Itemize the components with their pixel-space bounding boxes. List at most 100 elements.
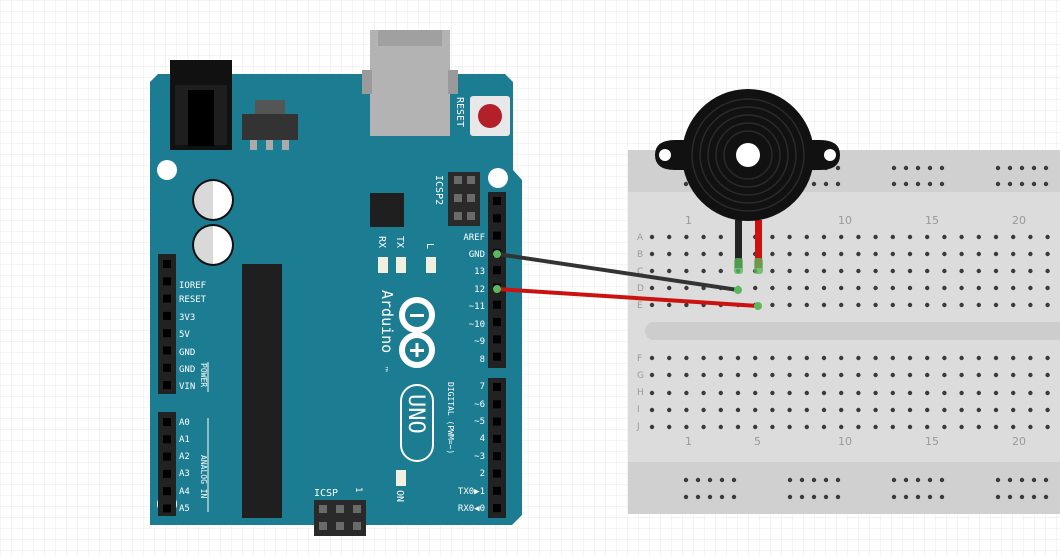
breadboard-hole[interactable] (701, 234, 706, 240)
breadboard-hole[interactable] (942, 355, 947, 361)
breadboard-hole[interactable] (821, 390, 827, 396)
breadboard-hole[interactable] (907, 424, 913, 430)
analog-pin-socket[interactable] (163, 469, 171, 478)
rail-hole[interactable] (891, 477, 897, 483)
breadboard-hole[interactable] (959, 285, 964, 291)
breadboard-hole[interactable] (1045, 251, 1050, 257)
breadboard-hole[interactable] (804, 268, 809, 274)
breadboard-hole[interactable] (1028, 407, 1033, 413)
analog-pin-socket[interactable] (163, 418, 171, 426)
breadboard-hole[interactable] (787, 285, 792, 291)
breadboard-hole[interactable] (684, 285, 689, 291)
breadboard-hole[interactable] (718, 268, 723, 274)
rail-hole[interactable] (995, 494, 1001, 500)
digital-pin-socket[interactable] (493, 400, 501, 409)
breadboard-hole[interactable] (1028, 285, 1033, 291)
breadboard-hole[interactable] (976, 268, 981, 274)
digital-pin-socket[interactable] (493, 486, 501, 495)
breadboard-hole[interactable] (993, 372, 999, 378)
breadboard-hole[interactable] (1011, 407, 1016, 413)
digital-pin-socket[interactable] (493, 352, 501, 361)
breadboard-hole[interactable] (667, 251, 672, 257)
breadboard-hole[interactable] (907, 285, 913, 291)
rail-hole[interactable] (927, 494, 933, 500)
breadboard-hole[interactable] (925, 268, 930, 274)
breadboard-hole[interactable] (735, 407, 741, 413)
breadboard-hole[interactable] (839, 407, 844, 413)
breadboard-hole[interactable] (856, 285, 861, 291)
breadboard-hole[interactable] (770, 268, 775, 274)
digital-pin-socket[interactable] (493, 434, 501, 443)
breadboard-hole[interactable] (821, 355, 827, 361)
breadboard-hole[interactable] (839, 268, 844, 274)
breadboard-hole[interactable] (684, 234, 689, 240)
breadboard-hole[interactable] (839, 285, 844, 291)
breadboard-hole[interactable] (959, 234, 964, 240)
rail-hole[interactable] (915, 181, 921, 187)
digital-pin-socket[interactable] (493, 417, 501, 426)
breadboard-hole[interactable] (890, 302, 895, 308)
breadboard-hole[interactable] (959, 251, 964, 257)
breadboard-hole[interactable] (718, 390, 723, 396)
breadboard-hole[interactable] (942, 407, 947, 413)
breadboard-hole[interactable] (718, 424, 723, 430)
breadboard-hole[interactable] (1011, 372, 1016, 378)
breadboard-hole[interactable] (942, 268, 947, 274)
breadboard-hole[interactable] (770, 355, 775, 361)
digital-pin-socket[interactable] (493, 214, 501, 223)
rail-hole[interactable] (707, 494, 713, 500)
breadboard-hole[interactable] (959, 302, 964, 308)
rail-hole[interactable] (903, 181, 909, 187)
digital-header-top[interactable] (488, 192, 506, 368)
rail-hole[interactable] (1043, 477, 1049, 483)
rail-hole[interactable] (1007, 181, 1013, 187)
breadboard-hole[interactable] (976, 251, 981, 257)
rail-hole[interactable] (1019, 181, 1025, 187)
breadboard-hole[interactable] (993, 390, 999, 396)
rail-hole[interactable] (1007, 494, 1013, 500)
power-pin-socket[interactable] (163, 381, 171, 390)
analog-pin-socket[interactable] (163, 504, 171, 513)
power-pin-socket[interactable] (163, 260, 171, 268)
breadboard-hole[interactable] (804, 390, 809, 396)
breadboard-hole[interactable] (684, 302, 689, 308)
breadboard-hole[interactable] (787, 251, 792, 257)
breadboard-hole[interactable] (925, 285, 930, 291)
breadboard-hole[interactable] (701, 424, 706, 430)
digital-pin-socket[interactable] (493, 266, 501, 275)
breadboard-hole[interactable] (942, 390, 947, 396)
rail-hole[interactable] (903, 165, 909, 171)
digital-pin-socket[interactable] (493, 197, 501, 205)
breadboard-hole[interactable] (684, 268, 689, 274)
breadboard-hole[interactable] (1011, 251, 1016, 257)
breadboard-hole[interactable] (873, 251, 878, 257)
breadboard-hole[interactable] (701, 390, 706, 396)
rail-hole[interactable] (1031, 181, 1037, 187)
breadboard-hole[interactable] (804, 302, 809, 308)
breadboard-hole[interactable] (942, 302, 947, 308)
breadboard-hole[interactable] (1045, 390, 1050, 396)
breadboard-hole[interactable] (1028, 355, 1033, 361)
digital-pin-socket[interactable] (493, 300, 501, 309)
breadboard-hole[interactable] (925, 355, 930, 361)
usb-port[interactable] (362, 30, 458, 136)
rail-hole[interactable] (915, 477, 921, 483)
breadboard-hole[interactable] (925, 251, 930, 257)
breadboard-hole[interactable] (787, 407, 792, 413)
breadboard-hole[interactable] (804, 424, 809, 430)
breadboard-hole[interactable] (649, 285, 655, 291)
breadboard-hole[interactable] (770, 234, 775, 240)
digital-pin-socket[interactable] (493, 504, 501, 513)
breadboard-hole[interactable] (873, 424, 878, 430)
breadboard-hole[interactable] (839, 390, 844, 396)
breadboard-hole[interactable] (993, 234, 999, 240)
rail-hole[interactable] (695, 477, 701, 483)
breadboard-hole[interactable] (770, 390, 775, 396)
breadboard-hole[interactable] (1011, 268, 1016, 274)
breadboard-hole[interactable] (735, 355, 741, 361)
breadboard-hole[interactable] (718, 372, 723, 378)
breadboard-hole[interactable] (873, 355, 878, 361)
rail-hole[interactable] (719, 477, 725, 483)
breadboard-hole[interactable] (873, 390, 878, 396)
breadboard-hole[interactable] (959, 407, 964, 413)
